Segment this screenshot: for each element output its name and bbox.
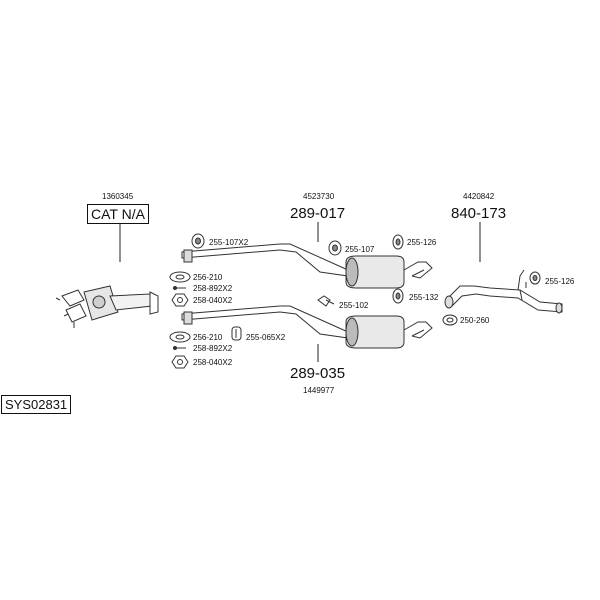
part-label: 256-210	[193, 333, 223, 342]
rubber-hanger-icon	[328, 240, 342, 256]
rubber-mount-icon	[231, 326, 242, 341]
gasket-icon	[169, 271, 191, 283]
part-label: 255-107	[345, 245, 375, 254]
part-label: 258-892X2	[193, 344, 233, 353]
middle-silencer-upper-shape	[181, 243, 433, 289]
upper-part-number: 289-017	[290, 205, 346, 222]
rubber-hanger-icon	[392, 234, 404, 250]
part-label: 255-065X2	[246, 333, 286, 342]
rear-reference-number: 4420842	[463, 192, 495, 201]
bolt-icon	[173, 286, 186, 290]
part-label: 258-040X2	[193, 296, 233, 305]
upper-reference-number: 4523730	[303, 192, 335, 201]
part-label: 255-107X2	[209, 238, 249, 247]
clamp-bracket-icon	[317, 295, 335, 307]
part-label: 255-126	[407, 238, 437, 247]
part-label: 256-210	[193, 273, 223, 282]
cat-part-label: CAT N/A	[87, 204, 149, 224]
nut-icon	[171, 293, 189, 307]
clamp-ring-icon	[442, 314, 458, 326]
gasket-icon	[169, 331, 191, 343]
rubber-hanger-icon	[191, 233, 205, 249]
part-label: 250-260	[460, 316, 490, 325]
middle-silencer-lower-shape	[181, 305, 433, 349]
rubber-hanger-icon	[529, 271, 541, 285]
nut-icon	[171, 355, 189, 369]
rubber-hanger-icon	[392, 288, 404, 304]
part-label: 255-132	[409, 293, 439, 302]
rear-pipe-shape	[444, 269, 563, 314]
part-label: 258-040X2	[193, 358, 233, 367]
part-label: 255-126	[545, 277, 575, 286]
catalytic-converter-shape	[55, 285, 159, 328]
rear-part-number: 840-173	[451, 205, 507, 222]
lower-reference-number: 1449977	[303, 386, 335, 395]
cat-reference-number: 1360345	[102, 192, 134, 201]
bolt-icon	[173, 346, 186, 350]
system-code-label: SYS02831	[1, 395, 72, 414]
part-label: 258-892X2	[193, 284, 233, 293]
part-label: 255-102	[339, 301, 369, 310]
lower-part-number: 289-035	[290, 365, 346, 382]
